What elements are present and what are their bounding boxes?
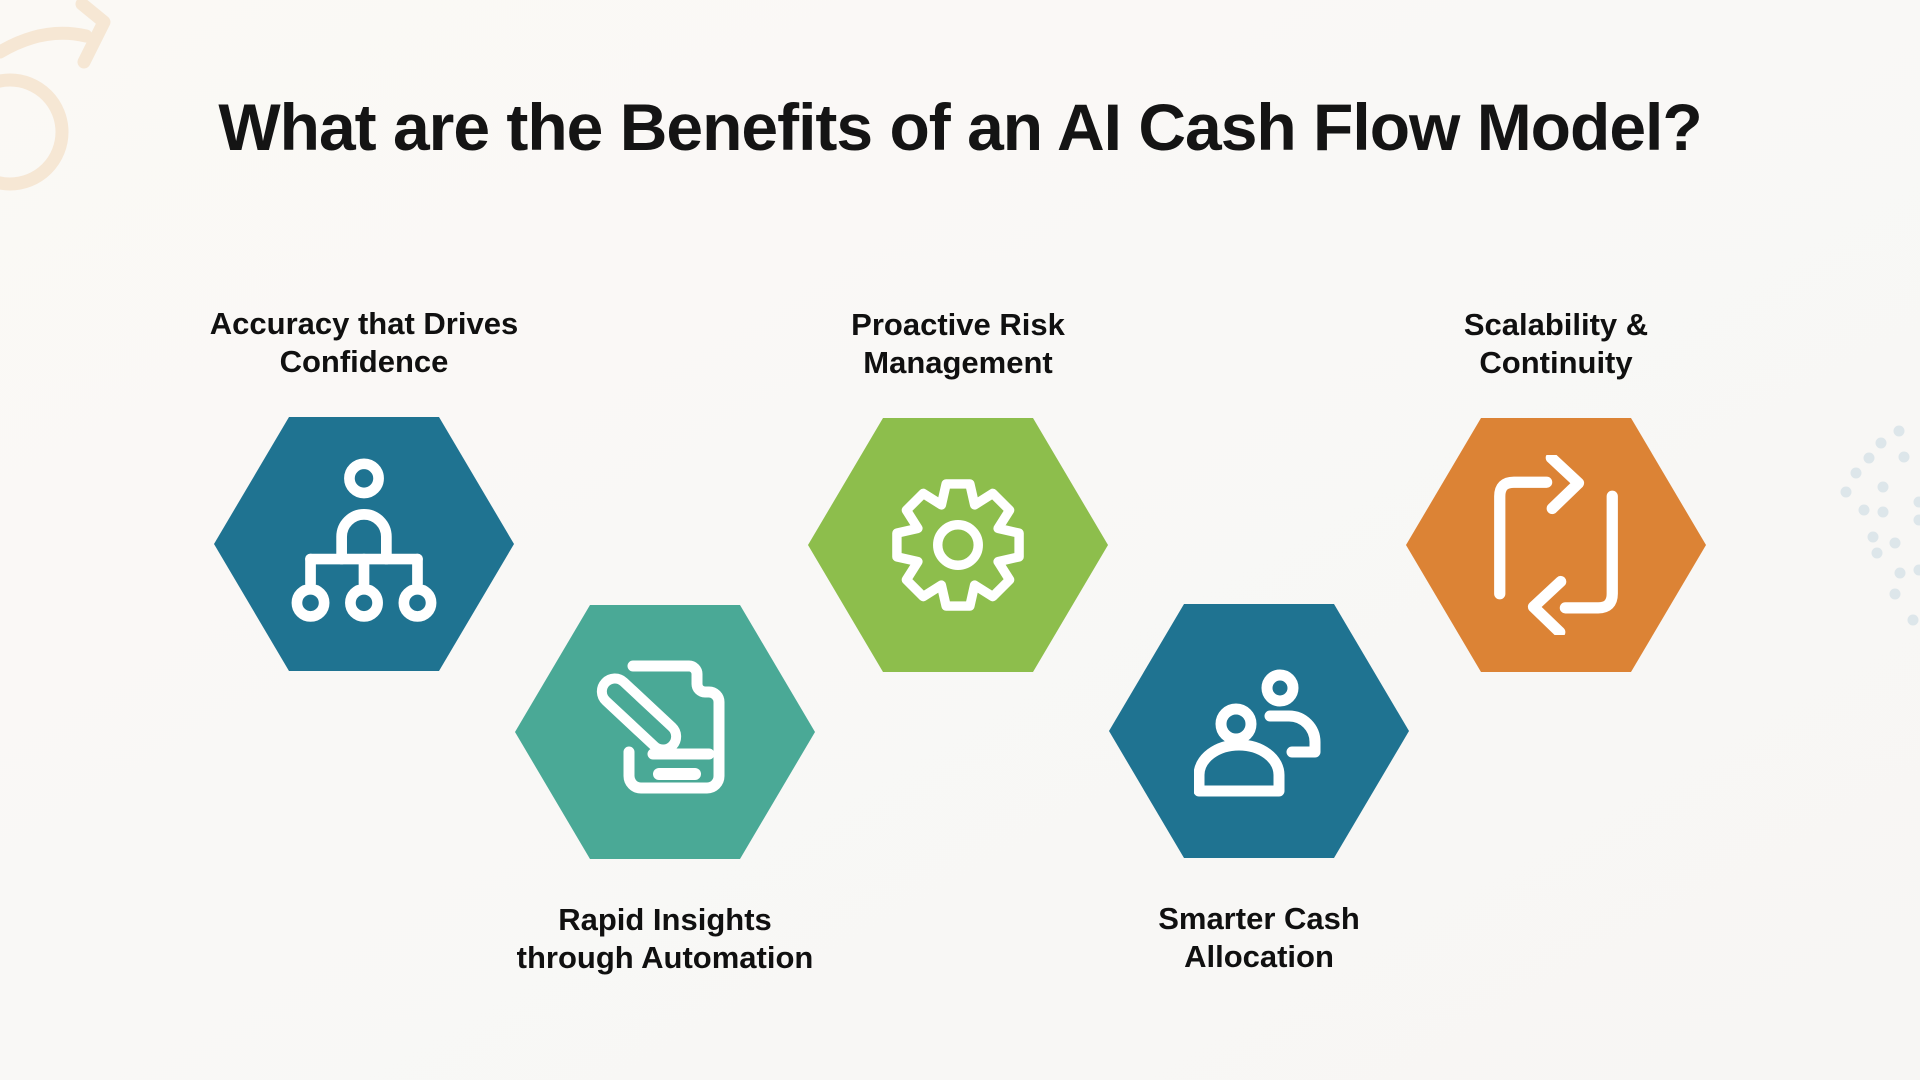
benefit-label-line: Continuity xyxy=(1479,345,1633,380)
benefit-label-line: Scalability & xyxy=(1463,307,1649,342)
pen-document-icon xyxy=(596,660,725,794)
benefit-label-line: Rapid Insights xyxy=(558,902,772,937)
hexagon-scalability xyxy=(1406,418,1706,672)
benefit-label-line: Allocation xyxy=(1184,939,1334,974)
page-title: What are the Benefits of an AI Cash Flow… xyxy=(218,90,1702,164)
org-chart-icon xyxy=(291,457,437,622)
benefit-proactive-risk: Proactive Risk Management xyxy=(808,307,1108,672)
benefit-label-line: Proactive Risk xyxy=(851,307,1065,342)
benefit-label-line: Confidence xyxy=(279,344,449,379)
benefit-rapid-insights-label: Rapid Insights through Automation xyxy=(430,901,900,977)
hexagon-proactive-risk xyxy=(808,418,1108,672)
benefit-proactive-risk-label: Proactive Risk Management xyxy=(723,306,1193,382)
benefit-label-line: through Automation xyxy=(516,940,814,975)
people-icon xyxy=(1194,669,1321,796)
benefit-smarter-cash: Smarter Cash Allocation xyxy=(1109,604,1409,974)
hexagon-smarter-cash xyxy=(1109,604,1409,858)
benefit-accuracy-label: Accuracy that Drives Confidence xyxy=(129,305,599,381)
dots-cluster-decor xyxy=(1840,425,1920,626)
benefit-scalability: Scalability & Continuity xyxy=(1406,307,1706,672)
benefit-scalability-label: Scalability & Continuity xyxy=(1321,306,1791,382)
benefit-smarter-cash-label: Smarter Cash Allocation xyxy=(1024,900,1494,976)
hexagon-accuracy xyxy=(214,417,514,671)
benefit-label-line: Smarter Cash xyxy=(1158,901,1360,936)
gear-icon xyxy=(892,479,1024,611)
benefit-rapid-insights: Rapid Insights through Automation xyxy=(515,605,815,975)
hexagon-rapid-insights xyxy=(515,605,815,859)
benefit-accuracy: Accuracy that Drives Confidence xyxy=(210,306,518,671)
cycle-arrows-icon xyxy=(1494,455,1618,635)
benefit-label-line: Accuracy that Drives xyxy=(209,306,519,341)
benefit-label-line: Management xyxy=(863,345,1053,380)
